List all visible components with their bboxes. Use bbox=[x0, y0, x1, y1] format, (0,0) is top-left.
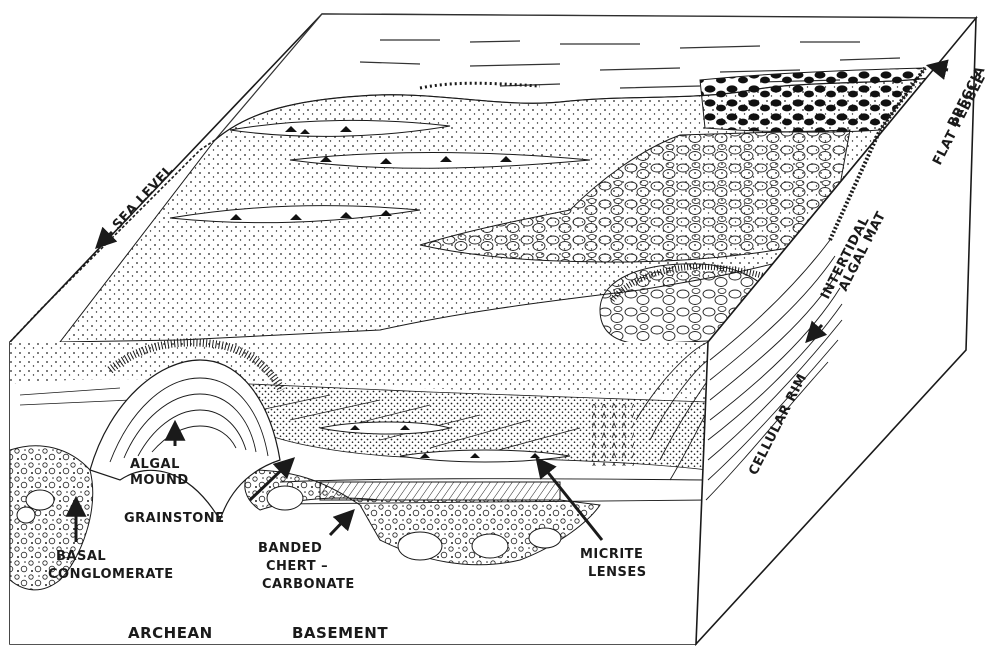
label-basal: BASAL bbox=[56, 549, 106, 564]
label-basement: BASEMENT bbox=[292, 624, 388, 642]
label-micrite: MICRITE bbox=[580, 547, 643, 562]
label-grainstone: GRAINSTONE bbox=[124, 511, 225, 526]
label-mound: MOUND bbox=[130, 473, 189, 488]
label-carbonate: CARBONATE bbox=[262, 577, 355, 592]
label-chert: CHERT – bbox=[266, 559, 328, 574]
label-archean: ARCHEAN bbox=[128, 624, 213, 642]
label-banded: BANDED bbox=[258, 541, 322, 556]
label-algal: ALGAL bbox=[130, 457, 180, 472]
label-conglomerate: CONGLOMERATE bbox=[48, 567, 174, 582]
banded-chert bbox=[320, 482, 560, 500]
label-lenses: LENSES bbox=[588, 565, 647, 580]
front-face bbox=[10, 342, 708, 644]
